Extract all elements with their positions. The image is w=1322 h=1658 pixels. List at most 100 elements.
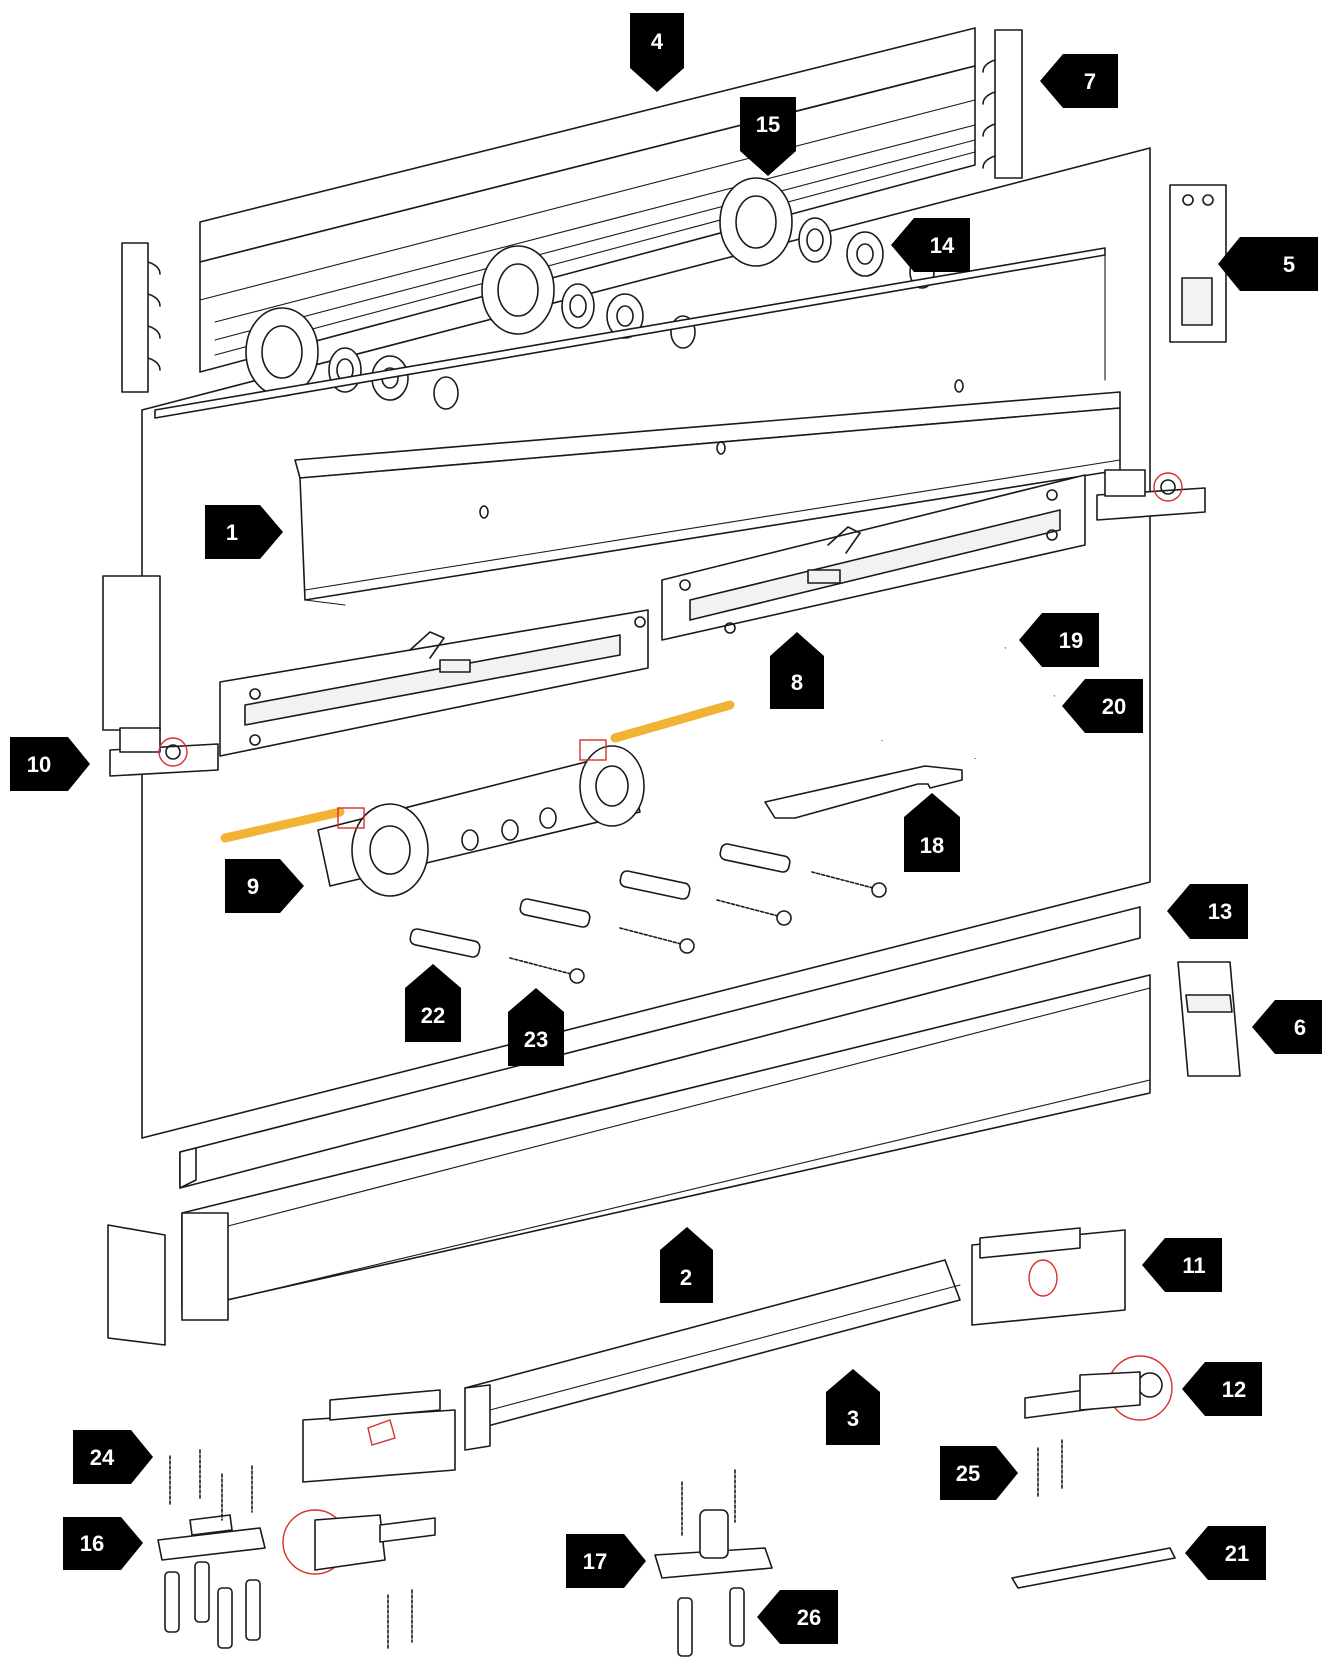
svg-text:20: 20 — [1102, 694, 1126, 719]
svg-text:17: 17 — [583, 1549, 607, 1574]
screws-group-25 — [1037, 1439, 1063, 1499]
label-10: 10 — [10, 737, 90, 791]
panel-inner-rail — [154, 247, 1106, 419]
floor-bracket — [654, 1469, 773, 1579]
label-26: 26 — [757, 1590, 838, 1644]
svg-text:24: 24 — [90, 1445, 115, 1470]
soft-close-damper-right — [661, 474, 1086, 641]
label-3: 3 — [826, 1369, 880, 1445]
svg-text:3: 3 — [847, 1406, 859, 1431]
end-cap-top-right — [1169, 184, 1227, 343]
svg-text:12: 12 — [1222, 1377, 1246, 1402]
stopper-right — [1096, 469, 1206, 521]
svg-text:7: 7 — [1084, 69, 1096, 94]
label-23: 23 — [508, 988, 564, 1066]
hex-key-small — [972, 693, 1055, 759]
label-19: 19 — [1019, 613, 1099, 667]
roller-large-2 — [481, 245, 555, 335]
svg-text:10: 10 — [27, 752, 51, 777]
roller-small-3 — [433, 376, 459, 410]
soft-close-damper-left — [219, 609, 649, 757]
anchor-3 — [619, 870, 691, 900]
roller-small-4 — [561, 283, 595, 329]
bottom-roller-right — [1024, 1355, 1173, 1421]
svg-text:5: 5 — [1283, 252, 1295, 277]
svg-text:16: 16 — [80, 1531, 104, 1556]
anchor-1 — [409, 928, 481, 958]
label-20: 20 — [1062, 679, 1143, 733]
label-12: 12 — [1182, 1362, 1262, 1416]
label-25: 25 — [940, 1446, 1018, 1500]
label-22: 22 — [405, 964, 461, 1042]
main-track-rail — [181, 974, 1151, 1321]
label-18: 18 — [904, 793, 960, 872]
carriage-trolley — [220, 700, 735, 897]
roller-small-8 — [846, 231, 884, 277]
label-15: 15 — [740, 97, 796, 176]
anchors-group-26 — [677, 1587, 745, 1657]
label-17: 17 — [566, 1534, 646, 1588]
svg-text:25: 25 — [956, 1461, 980, 1486]
door-track-profile — [294, 379, 1121, 606]
glass-bottom-profile — [179, 906, 1141, 1189]
end-cap-bottom-left — [107, 1224, 166, 1346]
screws-group-24 — [169, 1449, 253, 1521]
screw-2 — [619, 927, 695, 954]
floor-guide-plate — [157, 1514, 266, 1561]
svg-text:18: 18 — [920, 833, 944, 858]
label-14: 14 — [891, 218, 970, 272]
screw-3 — [716, 899, 792, 926]
svg-text:19: 19 — [1059, 628, 1083, 653]
label-5: 5 — [1218, 237, 1318, 291]
label-24: 24 — [73, 1430, 153, 1484]
anchors-group-16 — [164, 1561, 261, 1649]
label-7: 7 — [1040, 54, 1118, 108]
svg-text:22: 22 — [421, 1003, 445, 1028]
end-clip-top-right — [982, 29, 1023, 179]
stopper-left — [102, 575, 219, 777]
screws-group-bottom — [387, 1589, 413, 1649]
label-16: 16 — [63, 1517, 143, 1570]
anchor-2 — [519, 898, 591, 928]
svg-text:26: 26 — [797, 1605, 821, 1630]
screw-1 — [509, 957, 585, 984]
label-21: 21 — [1185, 1526, 1266, 1580]
end-cap-bottom-right — [1177, 961, 1241, 1077]
label-1: 1 — [205, 505, 283, 559]
label-2: 2 — [660, 1227, 713, 1303]
bottom-roller-left — [282, 1509, 436, 1575]
anchor-4 — [719, 843, 791, 873]
label-4: 4 — [630, 13, 684, 92]
svg-text:21: 21 — [1225, 1541, 1249, 1566]
bottom-guide-left — [302, 1389, 456, 1483]
screw-4 — [811, 871, 887, 898]
flat-shim — [1011, 1547, 1176, 1589]
bottom-guide-right — [971, 1227, 1126, 1326]
svg-text:15: 15 — [756, 112, 780, 137]
roller-large-1 — [245, 307, 319, 397]
spanner — [764, 765, 963, 819]
label-9: 9 — [225, 859, 304, 913]
svg-text:1: 1 — [226, 520, 238, 545]
end-clip-top-left — [121, 242, 161, 393]
svg-text:4: 4 — [651, 29, 664, 54]
label-11: 11 — [1142, 1238, 1222, 1292]
svg-text:9: 9 — [247, 874, 259, 899]
label-6: 6 — [1252, 1000, 1322, 1054]
svg-text:2: 2 — [680, 1265, 692, 1290]
roller-large-3 — [719, 177, 793, 267]
label-badges: 1 2 3 4 5 6 7 — [10, 13, 1322, 1644]
roller-small-7 — [798, 217, 832, 263]
label-13: 13 — [1167, 884, 1248, 939]
hex-key-large — [878, 644, 1007, 741]
roller-washers — [245, 177, 935, 410]
lower-inner-rail — [464, 1259, 961, 1451]
roller-small-5 — [606, 293, 644, 339]
svg-text:23: 23 — [524, 1027, 548, 1052]
svg-text:6: 6 — [1294, 1015, 1306, 1040]
svg-text:13: 13 — [1208, 899, 1232, 924]
svg-text:14: 14 — [930, 233, 955, 258]
svg-text:8: 8 — [791, 670, 803, 695]
label-8: 8 — [770, 632, 824, 709]
